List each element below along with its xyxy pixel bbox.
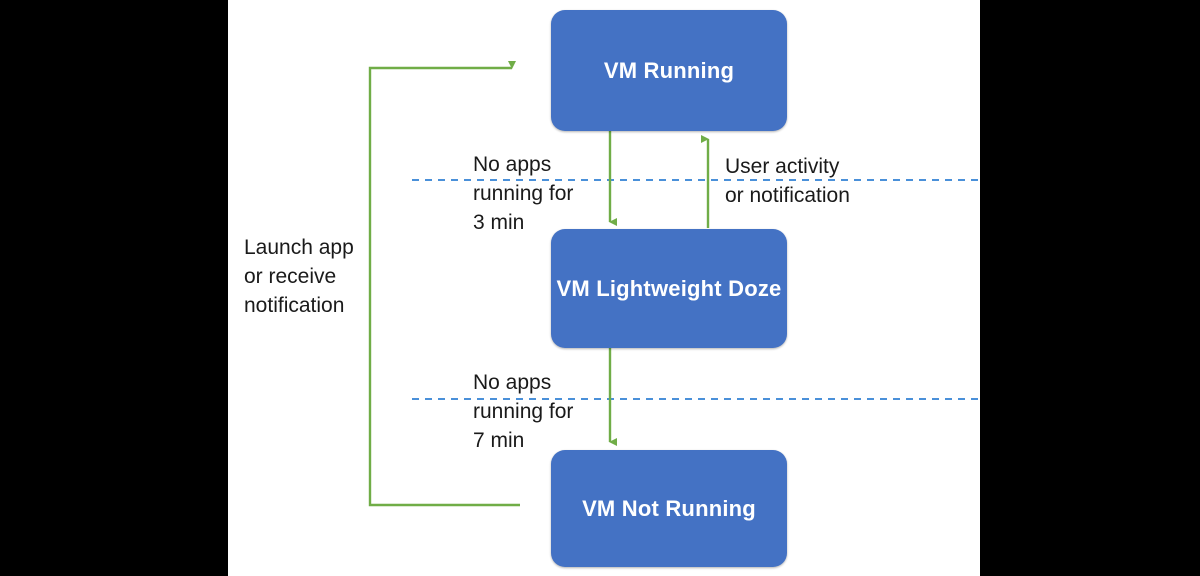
diagram-canvas: VM Running VM Lightweight Doze VM Not Ru… xyxy=(228,0,980,576)
edge-label-not-running-to-running: Launch app or receive notification xyxy=(244,236,354,317)
state-node-vm-lightweight-doze[interactable]: VM Lightweight Doze xyxy=(551,229,787,348)
edge-label-doze-to-not-running: No apps running for 7 min xyxy=(473,371,574,452)
edge-label-running-to-doze: No apps running for 3 min xyxy=(473,153,574,234)
state-node-vm-not-running[interactable]: VM Not Running xyxy=(551,450,787,567)
edge-label-doze-to-running: User activity or notification xyxy=(725,155,850,207)
state-node-vm-running[interactable]: VM Running xyxy=(551,10,787,131)
state-node-label: VM Running xyxy=(603,57,735,83)
state-node-label: VM Not Running xyxy=(582,495,756,521)
state-node-label: VM Lightweight Doze xyxy=(556,275,782,301)
